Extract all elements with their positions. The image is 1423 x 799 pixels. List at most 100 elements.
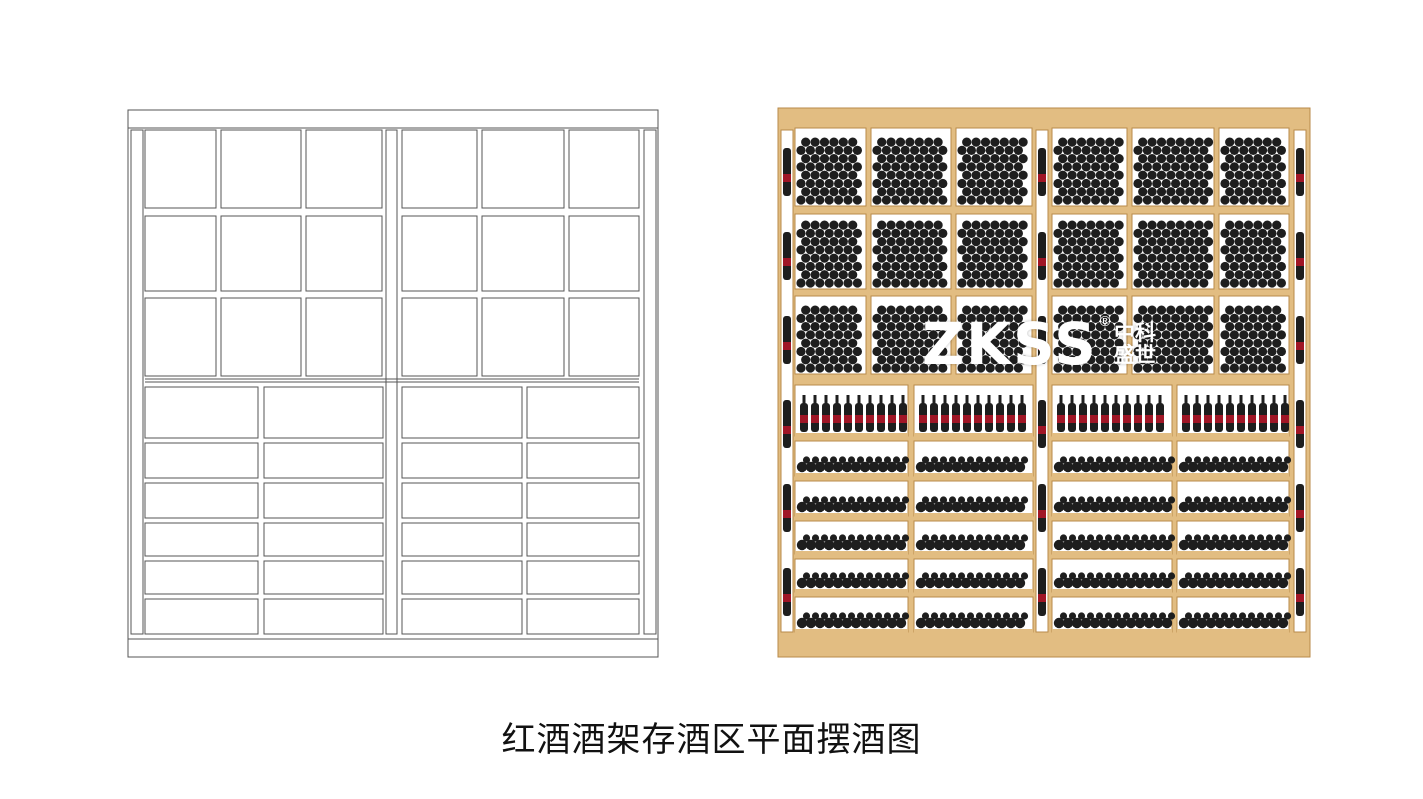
bottle-end	[1253, 187, 1263, 197]
bottle-end	[914, 220, 924, 230]
post-bottle	[1296, 232, 1304, 280]
lower-shelf-r4-c2	[401, 560, 523, 595]
bottle-end	[966, 228, 977, 238]
bottle-end	[891, 162, 901, 172]
bottle-end	[1220, 346, 1230, 357]
bottle-end	[966, 363, 977, 373]
lying-bottle-back	[1131, 456, 1140, 464]
bottle-end	[801, 154, 811, 164]
bottle-neck	[1195, 395, 1199, 405]
bottle-end	[886, 322, 896, 332]
bottle-end	[985, 228, 995, 238]
bottle-end	[1276, 162, 1286, 172]
bottle-end	[1262, 270, 1272, 280]
lying-bottle	[823, 577, 835, 589]
upper-compartment-r1-c5	[568, 215, 640, 292]
lying-bottle	[987, 461, 999, 473]
lying-bottle-back	[1158, 572, 1167, 580]
lying-bottle-back	[975, 496, 984, 504]
lying-bottle	[1152, 501, 1164, 513]
lying-bottle	[877, 501, 889, 513]
lying-bottle	[1277, 461, 1289, 473]
lying-bottle	[1089, 461, 1101, 473]
bottle-end	[1091, 195, 1101, 205]
lying-bottle	[1259, 461, 1271, 473]
bottle-end	[1004, 195, 1014, 205]
lying-bottle-back	[1167, 612, 1176, 620]
bottle-end	[1076, 253, 1087, 263]
lying-bottle	[978, 501, 990, 513]
bottle-end	[1142, 145, 1152, 155]
lying-bottle	[1053, 617, 1065, 629]
bottle-end	[1239, 162, 1249, 172]
lying-bottle	[1071, 577, 1083, 589]
lying-bottle	[814, 617, 826, 629]
lying-bottle	[841, 577, 853, 589]
bottle-end	[1253, 170, 1263, 180]
bottle-end	[1203, 237, 1214, 247]
bottle-end	[1199, 145, 1209, 155]
bottle-end	[1004, 278, 1014, 288]
bottle-end	[933, 137, 943, 147]
cabinet-inner-frame	[127, 127, 659, 640]
bottle-end	[1166, 253, 1176, 263]
lying-bottle	[1259, 577, 1271, 589]
bottle-end	[995, 261, 1005, 272]
lying-bottle-back	[1002, 572, 1011, 580]
bottle-end	[1189, 162, 1199, 172]
bottle-end	[852, 145, 863, 155]
bottle-end	[801, 170, 811, 180]
lying-bottle	[877, 617, 889, 629]
lying-bottle	[1014, 617, 1026, 629]
bottle-end	[938, 346, 948, 357]
bottle-end	[905, 154, 915, 164]
lying-bottle	[1250, 577, 1262, 589]
wine-rack-line-drawing	[127, 109, 659, 658]
bottle-end	[1009, 355, 1019, 365]
bottle-end	[872, 245, 882, 255]
lying-bottle-back	[883, 534, 892, 542]
bottle-end	[838, 170, 848, 180]
bottle-end	[1234, 355, 1244, 365]
bottle-end	[1018, 305, 1028, 315]
bottle-end	[1171, 178, 1181, 189]
lying-bottle	[1071, 539, 1083, 551]
lying-bottle	[1277, 577, 1289, 589]
post-bottle-label	[783, 258, 791, 266]
upper-compartment-r2-c2	[305, 297, 383, 377]
bottle-end	[957, 145, 967, 155]
upper-compartment-r2-c3	[401, 297, 478, 377]
bottle-end	[905, 187, 915, 197]
bottle-end	[980, 305, 991, 315]
bottle-end	[985, 261, 995, 272]
bottle-end	[914, 170, 924, 180]
bottle-end	[1062, 278, 1072, 288]
post-bottle	[1296, 484, 1304, 532]
bottle-end	[928, 363, 939, 373]
lying-bottle-back	[1265, 612, 1274, 620]
bottle-end	[1004, 162, 1014, 172]
bottle-end	[805, 363, 816, 373]
bottle-end	[824, 330, 834, 340]
bottle-end	[1013, 245, 1024, 255]
bottle-end	[881, 313, 892, 323]
bottle-end	[995, 346, 1005, 357]
upper-compartment-r2-c5	[568, 297, 640, 377]
bottle-end	[910, 363, 920, 373]
post-bottle	[1296, 148, 1304, 196]
bottle-end	[928, 178, 939, 189]
bottle-end	[1171, 228, 1181, 238]
bottle-end	[1272, 154, 1282, 164]
lying-bottle	[805, 617, 817, 629]
bottle-end	[1086, 338, 1096, 348]
bottle-end	[1276, 313, 1286, 323]
lower-shelf-r3-c0	[144, 522, 259, 557]
lying-bottle-back	[1020, 496, 1029, 504]
bottle-end	[1081, 330, 1091, 340]
bottle-end	[1114, 305, 1124, 315]
lying-bottle-back	[838, 534, 847, 542]
bottle-end	[886, 270, 896, 280]
standing-bottle-label	[1090, 415, 1098, 423]
lying-bottle	[805, 577, 817, 589]
bottle-end	[895, 170, 906, 180]
